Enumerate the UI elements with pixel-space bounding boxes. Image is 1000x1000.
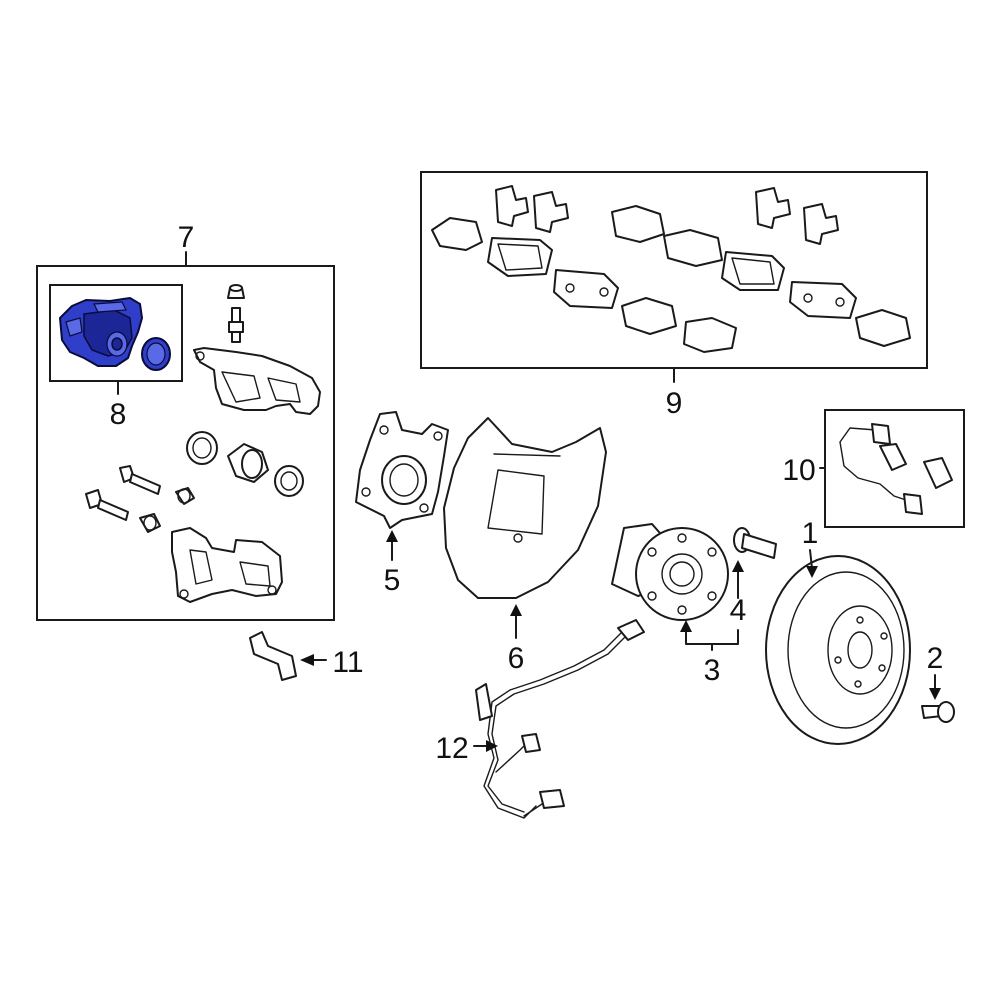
callout-7[interactable]: 7 [178,221,195,254]
abs-sensor-wire[interactable] [475,619,645,819]
caliper-highlighted-part[interactable] [59,297,171,371]
pad-kit-contents[interactable] [431,185,911,353]
brake-hose[interactable] [839,423,953,515]
brake-rotor[interactable] [765,555,911,745]
rotor-screw[interactable] [921,701,955,723]
callout-1[interactable]: 1 [802,517,819,550]
splash-shield[interactable] [443,417,607,599]
guide-pin-boot-upper[interactable] [175,487,195,505]
guide-pin-boot-lower[interactable] [139,513,161,533]
callout-9[interactable]: 9 [666,387,683,420]
callout-6[interactable]: 6 [508,642,525,675]
hub-bolt[interactable] [733,527,777,559]
callout-2[interactable]: 2 [927,642,944,675]
callout-12[interactable]: 12 [435,732,468,765]
callout-8[interactable]: 8 [110,398,127,431]
callout-4[interactable]: 4 [730,594,747,627]
bleeder-screw[interactable] [227,284,245,343]
callout-10[interactable]: 10 [782,454,815,487]
hub-assembly[interactable] [611,523,729,621]
caliper-bracket[interactable] [171,527,283,603]
caliper-housing[interactable] [193,347,321,415]
guide-pin-lower[interactable] [85,489,129,521]
piston[interactable] [227,443,269,483]
callout-5[interactable]: 5 [384,564,401,597]
callout-11[interactable]: 11 [332,646,363,679]
callout-3[interactable]: 3 [704,654,721,687]
pad-clip[interactable] [249,631,297,681]
caliper-box [49,284,183,382]
piston-boot[interactable] [274,465,304,497]
piston-seal[interactable] [186,431,218,465]
dust-shield-bracket[interactable] [355,411,449,529]
guide-pin-upper[interactable] [119,465,161,495]
